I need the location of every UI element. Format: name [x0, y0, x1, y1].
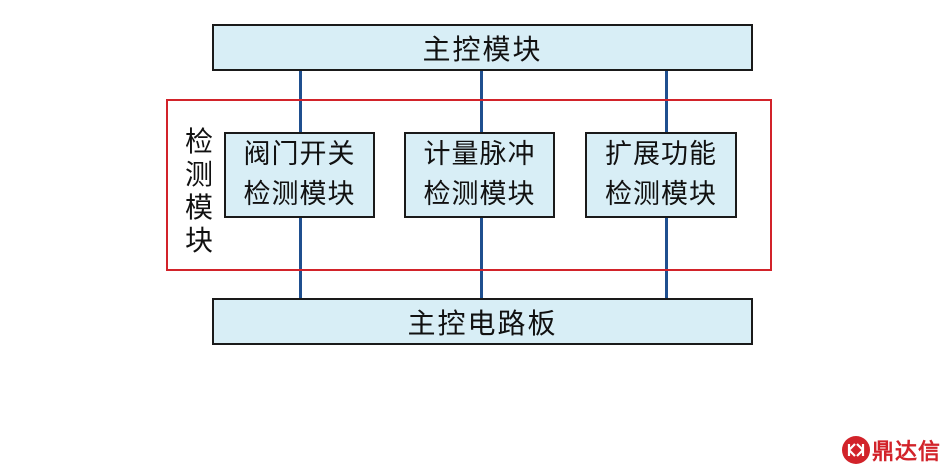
group-label-char: 检: [184, 125, 213, 158]
main-control-module-label: 主控模块: [422, 32, 543, 66]
extended-function-detection-module: 扩展功能 检测模块: [585, 132, 737, 218]
group-label-char: 模: [184, 191, 213, 224]
main-control-module: 主控模块: [212, 24, 753, 71]
group-label-char: 块: [184, 224, 213, 257]
module-line1: 计量脉冲: [423, 139, 536, 170]
detection-module-group: 检 测 模 块: [166, 99, 772, 271]
metering-pulse-detection-module: 计量脉冲 检测模块: [404, 132, 555, 218]
logo-icon: [842, 436, 870, 464]
module-line2: 检测模块: [243, 179, 356, 210]
watermark-logo: 鼎达信: [842, 434, 941, 466]
module-line1: 阀门开关: [243, 139, 356, 170]
main-control-circuit-board: 主控电路板: [212, 298, 753, 345]
module-line2: 检测模块: [605, 179, 717, 210]
module-line1: 扩展功能: [605, 139, 717, 170]
module-line2: 检测模块: [423, 179, 536, 210]
valve-switch-detection-module: 阀门开关 检测模块: [224, 132, 375, 218]
detection-module-group-label: 检 测 模 块: [182, 125, 216, 257]
main-control-circuit-board-label: 主控电路板: [407, 306, 558, 340]
group-label-char: 测: [184, 158, 213, 191]
watermark-text: 鼎达信: [872, 440, 942, 465]
